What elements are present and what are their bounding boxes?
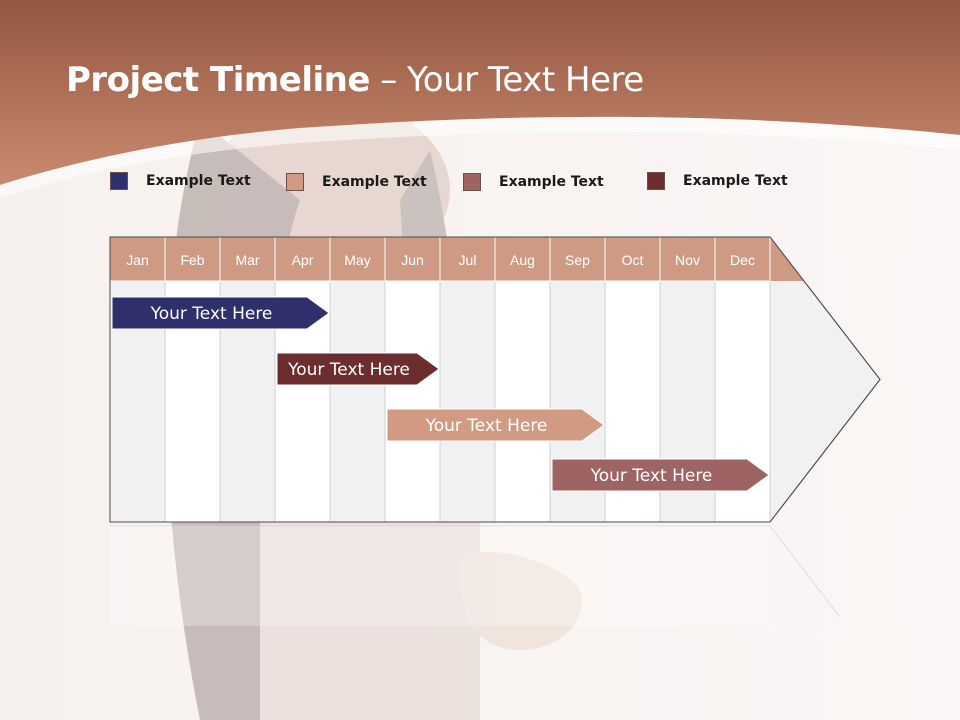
title-bold: Project Timeline — [66, 60, 370, 100]
month-header-cell — [329, 236, 386, 282]
task-arrow — [386, 408, 605, 442]
month-header-cell — [714, 236, 771, 282]
legend-item-3: Example Text — [463, 172, 604, 192]
legend-label: Example Text — [683, 173, 788, 189]
task-label: Your Text Here — [425, 416, 548, 436]
task-label: Your Text Here — [287, 360, 410, 380]
month-header-cell — [164, 236, 221, 282]
task-label: Your Text Here — [590, 466, 713, 486]
month-label: Jul — [459, 252, 477, 268]
legend-item-1: Example Text — [110, 171, 251, 191]
task-arrow — [276, 352, 440, 386]
slide-title: Project Timeline – Your Text Here — [66, 60, 644, 100]
month-label: Dec — [730, 252, 755, 268]
legend-swatch — [110, 172, 128, 190]
legend-label: Example Text — [322, 174, 427, 190]
legend-label: Example Text — [499, 174, 604, 190]
month-label: Jun — [401, 252, 424, 268]
month-label: Feb — [180, 252, 204, 268]
task-arrow — [111, 296, 330, 330]
month-column — [384, 280, 441, 523]
month-label: Nov — [675, 252, 700, 268]
month-column — [439, 280, 496, 523]
month-label: Sep — [565, 252, 590, 268]
month-column — [494, 280, 551, 523]
month-label: Oct — [622, 252, 644, 268]
timeline-outline — [109, 236, 881, 523]
legend-swatch — [647, 172, 665, 190]
legend-item-4: Example Text — [647, 171, 788, 191]
timeline-reflection — [110, 525, 841, 618]
timeline-reflection-fill — [110, 526, 770, 626]
month-header-cell — [274, 236, 331, 282]
month-label: Jan — [126, 252, 149, 268]
month-label: Aug — [510, 252, 535, 268]
title-separator: – — [369, 60, 408, 100]
month-label: Mar — [235, 252, 259, 268]
month-label: May — [344, 252, 370, 268]
month-header-cell — [384, 236, 441, 282]
task-label: Your Text Here — [150, 304, 273, 324]
month-header-cell — [604, 236, 661, 282]
month-header-cell — [219, 236, 276, 282]
month-header-cell — [439, 236, 496, 282]
title-subtitle: Your Text Here — [407, 60, 644, 100]
month-header-cell — [659, 236, 716, 282]
legend-label: Example Text — [146, 173, 251, 189]
legend-item-2: Example Text — [286, 172, 427, 192]
month-column — [329, 280, 386, 523]
task-arrow — [551, 458, 770, 492]
legend-swatch — [463, 173, 481, 191]
month-label: Apr — [292, 252, 314, 268]
legend-swatch — [286, 173, 304, 191]
